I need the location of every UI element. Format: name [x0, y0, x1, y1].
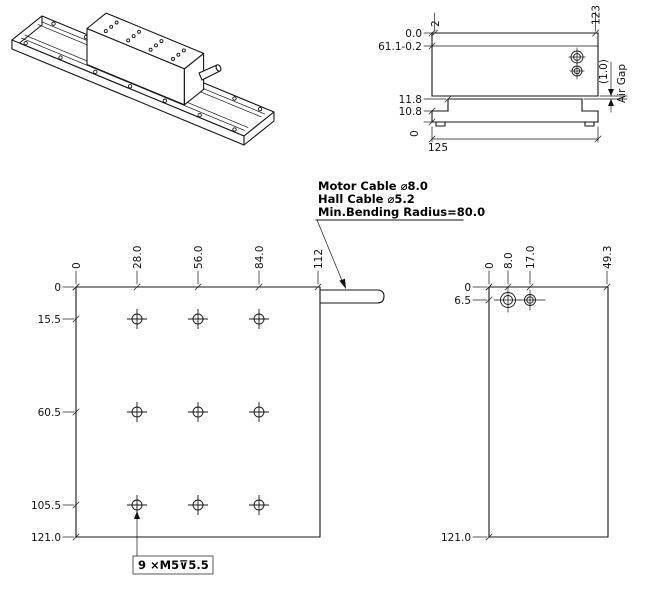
dim-label-height: 61.1-0.2: [378, 41, 422, 53]
dim-end-left-121: 121.0: [441, 532, 471, 544]
dim-label-airgap: Air Gap: [616, 64, 628, 103]
cable-note-line2: Hall Cable ⌀5.2: [318, 192, 415, 206]
dim-label-pos123: 123: [591, 5, 603, 25]
dim-plan-top-28: 28.0: [132, 246, 144, 269]
dim-plan-left-121: 121.0: [31, 532, 61, 544]
plate-mounting-holes: [23, 21, 263, 132]
dim-end-top-49-3: 49.3: [602, 246, 614, 269]
dim-plan-top-0: 0: [71, 262, 83, 269]
cable-section-icon: [568, 47, 586, 80]
thread-callout-arrowhead: [134, 511, 140, 519]
cable-note-leader: [316, 219, 344, 284]
cable-section-icons: [493, 287, 546, 313]
cable-note-arrowhead: [339, 278, 346, 289]
dim-plan-left-15-5: 15.5: [38, 314, 61, 326]
dim-label-pos2: 2: [430, 20, 442, 27]
thread-callout-text: 9 ×M5⊽5.5: [138, 558, 209, 572]
thread-callout: 9 ×M5⊽5.5: [132, 511, 214, 575]
dim-end-top-17: 17.0: [525, 246, 537, 269]
dim-label-10-8: 10.8: [399, 106, 422, 118]
cable-note: Motor Cable ⌀8.0 Hall Cable ⌀5.2 Min.Ben…: [315, 179, 485, 289]
plan-view-dimensions: 0 28.0 56.0 84.0 112 0 15.5 60.5 105.5 1…: [31, 246, 325, 544]
dim-end-top-0: 0: [484, 262, 496, 269]
side-view-dimensions: 0.0 61.1-0.2 11.8 10.8 0 2 123: [378, 5, 628, 154]
forcer-outline: [431, 32, 599, 97]
dim-label-zero: 0: [409, 130, 421, 137]
end-view-outline: [488, 286, 609, 538]
dim-label-0-0: 0.0: [405, 28, 422, 40]
plan-view: 0 28.0 56.0 84.0 112 0 15.5 60.5 105.5 1…: [31, 246, 385, 575]
carriage-block: [86, 12, 222, 106]
dim-plan-top-56: 56.0: [193, 246, 205, 269]
end-view: 0 8.0 17.0 49.3 0 6.5 121.0: [441, 246, 614, 544]
side-elevation-view: 0.0 61.1-0.2 11.8 10.8 0 2 123: [378, 5, 628, 154]
magnet-track-outline: [431, 98, 599, 127]
carriage-mounting-holes: [103, 20, 186, 61]
carriage-top-face: [86, 12, 205, 70]
air-gap-arrow-down: [608, 89, 614, 96]
dim-end-left-0: 0: [464, 282, 471, 294]
mounting-holes: [127, 309, 269, 515]
isometric-view: [11, 12, 275, 146]
dim-end-top-8: 8.0: [503, 252, 515, 269]
dim-plan-left-105-5: 105.5: [31, 500, 61, 512]
end-view-dimensions: 0 8.0 17.0 49.3 0 6.5 121.0: [441, 246, 614, 544]
dim-plan-top-84: 84.0: [254, 246, 266, 269]
cable-exit-tab: [319, 289, 385, 304]
dim-label-125: 125: [428, 142, 448, 154]
dim-plan-left-60-5: 60.5: [38, 407, 61, 419]
dim-label-11-8: 11.8: [399, 94, 422, 106]
air-gap-arrow-up: [608, 99, 614, 106]
cable-note-line3: Min.Bending Radius=80.0: [318, 205, 485, 219]
dim-plan-top-112: 112: [313, 249, 325, 269]
dim-plan-left-0: 0: [54, 282, 61, 294]
thread-callout-box: [132, 555, 214, 575]
dim-end-left-6-5: 6.5: [454, 295, 471, 307]
plate-right-end-face: [243, 111, 275, 146]
cable-note-line1: Motor Cable ⌀8.0: [318, 179, 428, 193]
dim-label-airgap-value: (1.0): [598, 59, 610, 84]
cable-stub: [198, 64, 222, 81]
